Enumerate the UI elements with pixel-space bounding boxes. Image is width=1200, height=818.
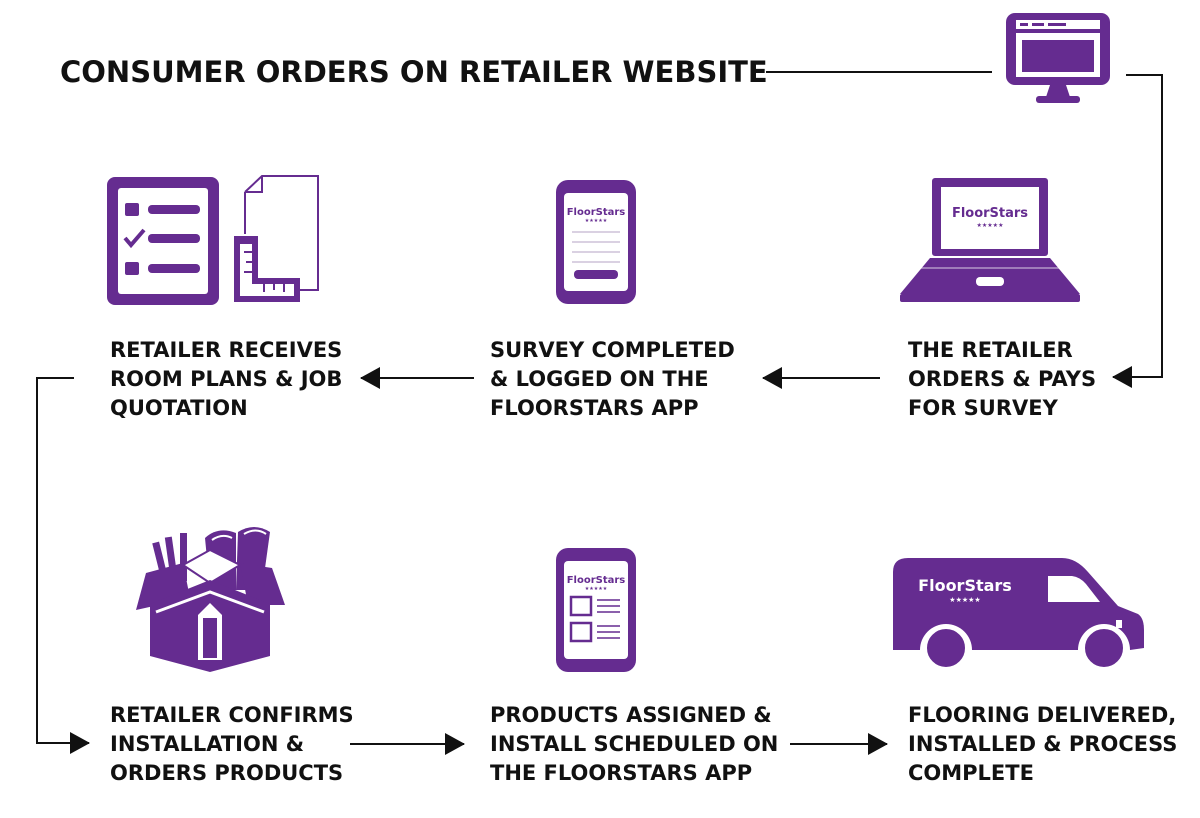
phone-survey-icon: FloorStars ★★★★★	[556, 180, 636, 304]
van-icon: FloorStars ★★★★★	[893, 558, 1144, 671]
label-line: FOR SURVEY	[908, 396, 1058, 420]
step-retailer-confirms-label: RETAILER CONFIRMS INSTALLATION & ORDERS …	[110, 701, 354, 788]
label-line: INSTALLED & PROCESS	[908, 732, 1178, 756]
phone-survey-brand-logo: FloorStars	[567, 207, 626, 218]
phone-schedule-icon: FloorStars ★★★★★	[556, 548, 636, 672]
label-line: SURVEY COMPLETED	[490, 338, 735, 362]
label-line: INSTALLATION &	[110, 732, 305, 756]
box-icon	[136, 527, 285, 672]
step-flooring-delivered-label: FLOORING DELIVERED, INSTALLED & PROCESS …	[908, 701, 1177, 788]
label-line: ORDERS PRODUCTS	[110, 761, 344, 785]
van-brand-logo: FloorStars	[918, 576, 1012, 595]
step-products-assigned-label: PRODUCTS ASSIGNED & INSTALL SCHEDULED ON…	[490, 701, 778, 788]
label-line: QUOTATION	[110, 396, 248, 420]
label-line: RETAILER RECEIVES	[110, 338, 343, 362]
label-line: & LOGGED ON THE	[490, 367, 709, 391]
label-line: THE RETAILER	[908, 338, 1073, 362]
diagram-title: CONSUMER ORDERS ON RETAILER WEBSITE	[60, 55, 768, 89]
van-brand-stars: ★★★★★	[949, 596, 980, 604]
connector-monitor-to-step-1	[1112, 74, 1163, 388]
label-line: INSTALL SCHEDULED ON	[490, 732, 779, 756]
checklist-plans-icon	[107, 175, 319, 305]
label-line: COMPLETE	[908, 761, 1034, 785]
phone-schedule-brand-logo: FloorStars	[567, 575, 626, 586]
monitor-icon	[1006, 13, 1110, 103]
laptop-brand-stars: ★★★★★	[977, 222, 1004, 229]
label-line: ROOM PLANS & JOB	[110, 367, 343, 391]
step-survey-completed-label: SURVEY COMPLETED & LOGGED ON THE FLOORST…	[490, 336, 735, 423]
label-line: RETAILER CONFIRMS	[110, 703, 354, 727]
label-line: THE FLOORSTARS APP	[490, 761, 753, 785]
label-line: FLOORSTARS APP	[490, 396, 699, 420]
laptop-brand-logo: FloorStars	[952, 206, 1028, 221]
label-line: FLOORING DELIVERED,	[908, 703, 1177, 727]
phone-schedule-brand-stars: ★★★★★	[585, 586, 608, 592]
laptop-icon: FloorStars ★★★★★	[900, 178, 1080, 302]
connector-step-3-to-step-4	[36, 377, 90, 754]
label-line: PRODUCTS ASSIGNED &	[490, 703, 772, 727]
connectors	[36, 71, 1163, 755]
phone-survey-brand-stars: ★★★★★	[585, 218, 608, 224]
step-retailer-orders-survey-label: THE RETAILER ORDERS & PAYS FOR SURVEY	[908, 336, 1096, 423]
label-line: ORDERS & PAYS	[908, 367, 1097, 391]
step-retailer-receives-plans-label: RETAILER RECEIVES ROOM PLANS & JOB QUOTA…	[110, 336, 342, 423]
